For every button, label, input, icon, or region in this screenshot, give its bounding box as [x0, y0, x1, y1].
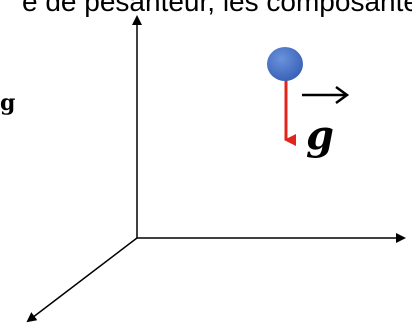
gravity-symbol: g: [306, 112, 334, 159]
side-label: g: [0, 90, 16, 116]
right-arrow-icon: [302, 85, 350, 105]
ball-icon: [267, 47, 303, 81]
header-text: e de pesanteur, les composante: [22, 0, 412, 17]
x-axis: [26, 237, 138, 323]
